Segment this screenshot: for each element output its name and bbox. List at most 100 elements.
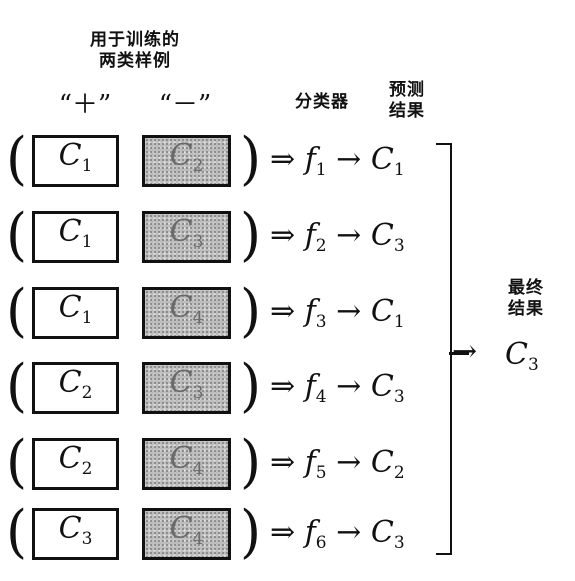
prediction-index: 3: [393, 533, 405, 553]
positive-class-index: 1: [81, 232, 93, 252]
positive-class-label: “＋”: [58, 90, 112, 120]
negative-class-symbol: C: [169, 214, 193, 249]
positive-sample-box: C3: [32, 508, 119, 560]
bracket-stem: [449, 352, 469, 355]
positive-sample-box: C1: [32, 211, 119, 263]
final-result: C3: [505, 337, 539, 375]
final-result-class: C: [505, 337, 528, 372]
header-prediction: 预测 结果: [372, 80, 442, 122]
negative-class-index: 4: [192, 529, 204, 549]
implies-arrow: ⇒: [270, 369, 296, 404]
negative-class-index: 3: [192, 232, 204, 252]
negative-sample-box: C4: [142, 508, 231, 560]
negative-class: C4: [170, 293, 204, 333]
implies-arrow: ⇒: [270, 294, 296, 329]
row-right-paren: ): [240, 352, 262, 419]
row-right-paren: ): [240, 498, 262, 565]
row-right-paren: ): [240, 201, 262, 268]
prediction-index: 3: [393, 387, 405, 407]
positive-class-index: 1: [81, 156, 93, 176]
positive-class-index: 2: [81, 383, 93, 403]
negative-class-symbol: C: [169, 365, 193, 400]
positive-sample-box: C2: [32, 362, 119, 414]
positive-class: C2: [59, 444, 93, 484]
prediction-class: C: [370, 294, 394, 329]
row-left-paren: (: [6, 428, 28, 495]
row-right-paren: ): [240, 125, 262, 192]
classifier-index: 2: [315, 236, 327, 256]
predict-arrow: →: [336, 142, 362, 177]
positive-class: C1: [59, 217, 93, 257]
negative-class-symbol: C: [169, 441, 193, 476]
positive-class: C2: [59, 368, 93, 408]
positive-class: C1: [59, 141, 93, 181]
classifier-flow: ⇒ f3 → C1: [270, 295, 405, 339]
row-left-paren: (: [6, 498, 28, 565]
negative-class-index: 3: [192, 383, 204, 403]
header-final-line2: 结果: [508, 299, 544, 319]
row-left-paren: (: [6, 125, 28, 192]
positive-class-index: 3: [81, 529, 93, 549]
predict-arrow: →: [336, 218, 362, 253]
positive-class-symbol: C: [58, 138, 82, 173]
final-arrow: →: [452, 334, 478, 369]
header-prediction-line2: 结果: [389, 101, 425, 121]
classifier-index: 6: [315, 533, 327, 553]
positive-class-index: 1: [81, 308, 93, 328]
negative-sample-box: C3: [142, 362, 231, 414]
prediction-index: 3: [393, 236, 405, 256]
prediction-index: 1: [393, 312, 405, 332]
positive-class-symbol: C: [58, 365, 82, 400]
positive-sample-box: C1: [32, 135, 119, 187]
classifier-symbol: f: [304, 515, 316, 550]
classifier-flow: ⇒ f4 → C3: [270, 370, 405, 414]
header-training-samples: 用于训练的 两类样例: [70, 30, 200, 72]
classifier-symbol: f: [304, 218, 316, 253]
combine-bracket: [436, 143, 452, 555]
classifier-flow: ⇒ f6 → C3: [270, 516, 405, 560]
implies-arrow: ⇒: [270, 142, 296, 177]
positive-class-symbol: C: [58, 290, 82, 325]
predict-arrow: →: [336, 294, 362, 329]
prediction-class: C: [370, 445, 394, 480]
implies-arrow: ⇒: [270, 218, 296, 253]
classifier-flow: ⇒ f2 → C3: [270, 219, 405, 263]
header-samples-line1: 用于训练的: [90, 30, 180, 50]
predict-arrow: →: [336, 515, 362, 550]
prediction-index: 1: [393, 160, 405, 180]
implies-arrow: ⇒: [270, 445, 296, 480]
negative-class-symbol: C: [169, 138, 193, 173]
row-right-paren: ): [240, 428, 262, 495]
positive-sample-box: C1: [32, 287, 119, 339]
prediction-class: C: [370, 369, 394, 404]
header-final-result: 最终 结果: [495, 278, 557, 320]
row-right-paren: ): [240, 277, 262, 344]
positive-sample-box: C2: [32, 438, 119, 490]
positive-class-symbol: C: [58, 511, 82, 546]
negative-class-index: 4: [192, 459, 204, 479]
negative-class-label: “－”: [158, 90, 212, 120]
classifier-symbol: f: [304, 142, 316, 177]
positive-class-index: 2: [81, 459, 93, 479]
classifier-flow: ⇒ f5 → C2: [270, 446, 405, 490]
negative-class-index: 2: [192, 156, 204, 176]
negative-class-symbol: C: [169, 511, 193, 546]
row-left-paren: (: [6, 201, 28, 268]
negative-sample-box: C3: [142, 211, 231, 263]
negative-sample-box: C2: [142, 135, 231, 187]
positive-class-symbol: C: [58, 214, 82, 249]
prediction-class: C: [370, 218, 394, 253]
predict-arrow: →: [336, 445, 362, 480]
classifier-index: 3: [315, 312, 327, 332]
negative-class: C4: [170, 444, 204, 484]
negative-sample-box: C4: [142, 438, 231, 490]
positive-class: C1: [59, 293, 93, 333]
classifier-symbol: f: [304, 294, 316, 329]
negative-class: C3: [170, 217, 204, 257]
classifier-index: 1: [315, 160, 327, 180]
header-final-line1: 最终: [508, 278, 544, 298]
classifier-symbol: f: [304, 369, 316, 404]
negative-class: C2: [170, 141, 204, 181]
negative-class: C4: [170, 514, 204, 554]
row-left-paren: (: [6, 277, 28, 344]
